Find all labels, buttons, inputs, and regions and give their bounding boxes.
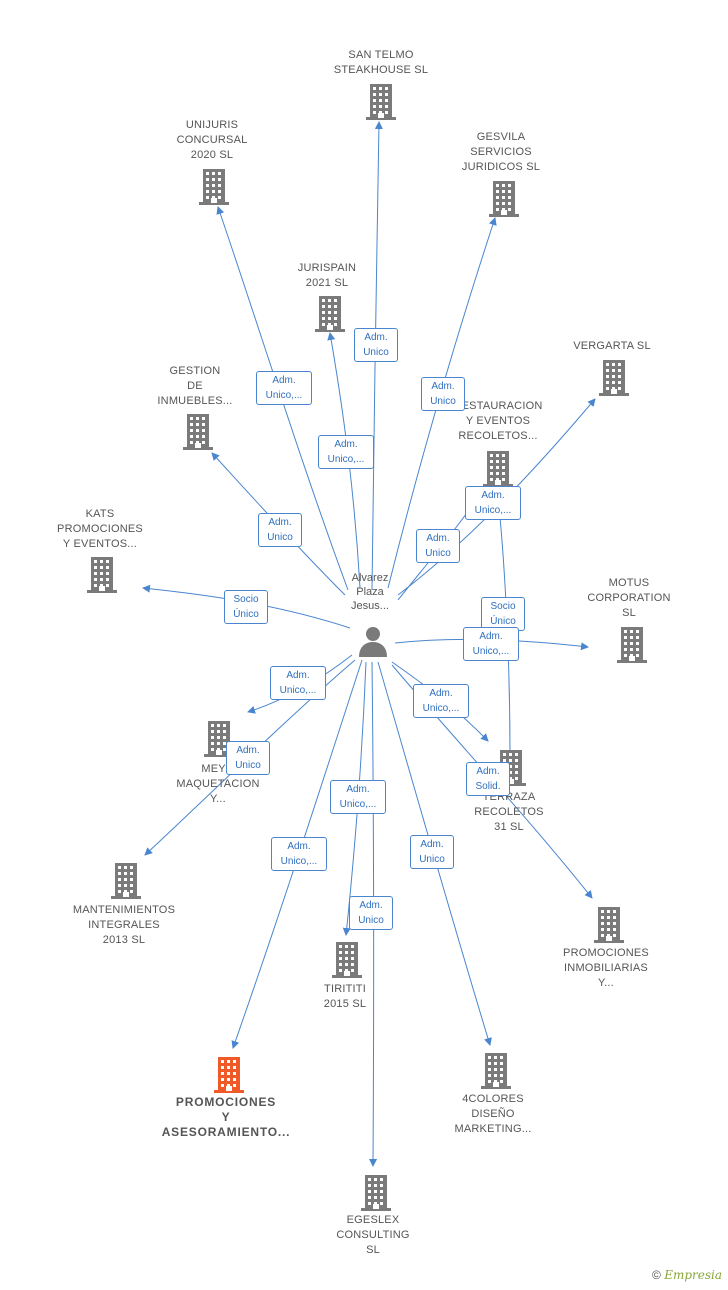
node-label-jurispain[interactable]: JURISPAIN 2021 SL — [297, 262, 357, 289]
node-label-terraza[interactable]: TERRAZA RECOLETOS 31 SL — [474, 791, 544, 833]
building-icon-vergarta[interactable] — [599, 360, 629, 396]
person-icon[interactable] — [357, 625, 389, 657]
node-label-gestion[interactable]: GESTION DE INMUEBLES... — [157, 365, 233, 407]
node-label-meyo[interactable]: MEYO MAQUETACION Y... — [176, 763, 260, 805]
building-icon-mantenimientos[interactable] — [111, 863, 141, 899]
edge-label-gestion[interactable]: Adm. Unico — [258, 513, 302, 547]
building-icon-motus[interactable] — [617, 627, 647, 663]
edge-label-cuatro-colores[interactable]: Adm. Unico — [410, 835, 454, 869]
building-icon-cuatro-colores[interactable] — [481, 1053, 511, 1089]
edge-label-tirititi[interactable]: Adm. Unico,... — [330, 780, 386, 814]
node-label-motus[interactable]: MOTUS CORPORATION SL — [587, 577, 671, 619]
edge-label-mantenimientos[interactable]: Adm. Unico — [226, 741, 270, 775]
edge-label-san-telmo[interactable]: Adm. Unico — [354, 328, 398, 362]
building-icon-gesvila[interactable] — [489, 181, 519, 217]
node-label-vergarta[interactable]: VERGARTA SL — [573, 340, 651, 352]
building-icon-san-telmo[interactable] — [366, 84, 396, 120]
building-icon-restauracion[interactable] — [483, 451, 513, 487]
building-icon-meyo[interactable] — [204, 721, 234, 757]
building-icon-promo-aseso[interactable] — [214, 1057, 244, 1093]
node-label-unijuris[interactable]: UNIJURIS CONCURSAL 2020 SL — [176, 119, 248, 161]
node-label-kats[interactable]: KATS PROMOCIONES Y EVENTOS... — [57, 508, 143, 550]
node-label-mantenimientos[interactable]: MANTENIMIENTOS INTEGRALES 2013 SL — [72, 904, 176, 946]
center-person-name[interactable]: Alvarez Plaza Jesus... — [351, 572, 389, 612]
node-label-egeslex[interactable]: EGESLEX CONSULTING SL — [336, 1214, 410, 1256]
copyright-icon: © — [652, 1268, 661, 1282]
building-icon-kats[interactable] — [87, 557, 117, 593]
node-label-promo-inmo[interactable]: PROMOCIONES INMOBILIARIAS Y... — [563, 947, 649, 989]
edge-label-jurispain[interactable]: Adm. Unico,... — [318, 435, 374, 469]
edge-label-unijuris[interactable]: Adm. Unico,... — [256, 371, 312, 405]
edge-label-meyo[interactable]: Adm. Unico,... — [270, 666, 326, 700]
building-icon-egeslex[interactable] — [361, 1175, 391, 1211]
edge-label-promo-inmo[interactable]: Adm. Solid. — [466, 762, 510, 796]
node-label-promo-aseso[interactable]: PROMOCIONES Y ASESORAMIENTO... — [161, 1095, 291, 1139]
building-icon-unijuris[interactable] — [199, 169, 229, 205]
building-icon-tirititi[interactable] — [332, 942, 362, 978]
brand-logo: Empresia — [664, 1268, 722, 1282]
edge-label-gesvila[interactable]: Adm. Unico — [421, 377, 465, 411]
building-icon-promo-inmo[interactable] — [594, 907, 624, 943]
building-icon-gestion[interactable] — [183, 414, 213, 450]
node-label-restauracion[interactable]: RESTAURACION Y EVENTOS RECOLETOS... — [453, 400, 543, 442]
footer-watermark[interactable]: © Empresia — [652, 1268, 722, 1282]
edge-label-terraza[interactable]: Adm. Unico,... — [413, 684, 469, 718]
node-label-tirititi[interactable]: TIRITITI 2015 SL — [323, 983, 367, 1010]
node-label-gesvila[interactable]: GESVILA SERVICIOS JURIDICOS SL — [461, 131, 541, 173]
building-icon-jurispain[interactable] — [315, 296, 345, 332]
edge-label-promo-aseso[interactable]: Adm. Unico,... — [271, 837, 327, 871]
node-label-san-telmo[interactable]: SAN TELMO STEAKHOUSE SL — [333, 49, 429, 76]
edge-label-motus[interactable]: Adm. Unico,... — [463, 627, 519, 661]
edge-label-egeslex[interactable]: Adm. Unico — [349, 896, 393, 930]
edge-label-terraza-restauracion[interactable]: Socio Único — [481, 597, 525, 631]
edge-label-kats[interactable]: Socio Único — [224, 590, 268, 624]
edge-label-vergarta[interactable]: Adm. Unico,... — [465, 486, 521, 520]
edge-label-restauracion[interactable]: Adm. Unico — [416, 529, 460, 563]
node-label-cuatro-colores[interactable]: 4COLORES DISEÑO MARKETING... — [454, 1093, 532, 1135]
